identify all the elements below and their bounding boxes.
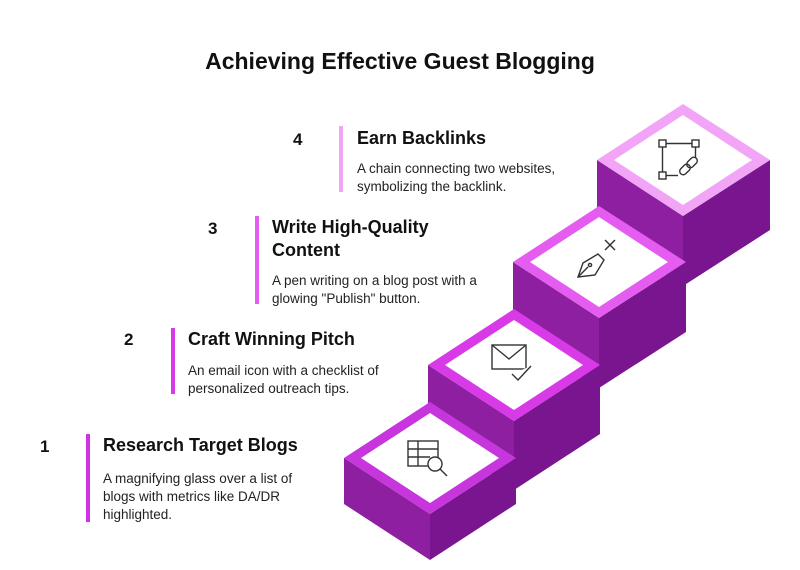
step-heading: Earn Backlinks xyxy=(357,128,487,148)
step-divider xyxy=(255,216,259,304)
step-divider xyxy=(171,328,175,394)
stair-tile xyxy=(445,320,583,410)
stair-side-face xyxy=(514,365,600,490)
step-description: A chain connecting two websites, symboli… xyxy=(357,161,556,194)
step-heading: Craft Winning Pitch xyxy=(188,329,355,349)
step-description: A pen writing on a blog post with a glow… xyxy=(272,273,477,306)
stair-side-face xyxy=(599,262,686,388)
step-number: 3 xyxy=(208,219,218,238)
step-divider xyxy=(339,126,343,192)
stair-top-3 xyxy=(513,206,686,318)
stair-tile xyxy=(530,217,668,307)
stair-body xyxy=(344,160,770,560)
step-heading: Write High-Quality Content xyxy=(272,217,429,260)
stair-tile xyxy=(361,413,499,503)
stair-side-face xyxy=(683,160,770,286)
email-check-icon xyxy=(491,344,532,382)
step-divider xyxy=(86,434,90,522)
pen-nib-icon xyxy=(576,239,616,278)
chain-link-icon xyxy=(658,139,700,180)
page-title: Achieving Effective Guest Blogging xyxy=(205,48,595,74)
step-number: 4 xyxy=(293,130,303,149)
step-number: 1 xyxy=(40,437,50,456)
stair-top-1 xyxy=(344,402,516,514)
stair-top-4 xyxy=(597,104,770,216)
stair-front-face xyxy=(344,458,430,560)
stair-side-face xyxy=(430,458,516,560)
stair-tile xyxy=(614,115,752,205)
step-description: A magnifying glass over a list of blogs … xyxy=(103,471,293,522)
step-heading: Research Target Blogs xyxy=(103,435,298,455)
search-list-icon xyxy=(407,440,448,477)
step-description: An email icon with a checklist of person… xyxy=(188,363,379,396)
stair-top-2 xyxy=(428,309,600,421)
step-number: 2 xyxy=(124,330,134,349)
